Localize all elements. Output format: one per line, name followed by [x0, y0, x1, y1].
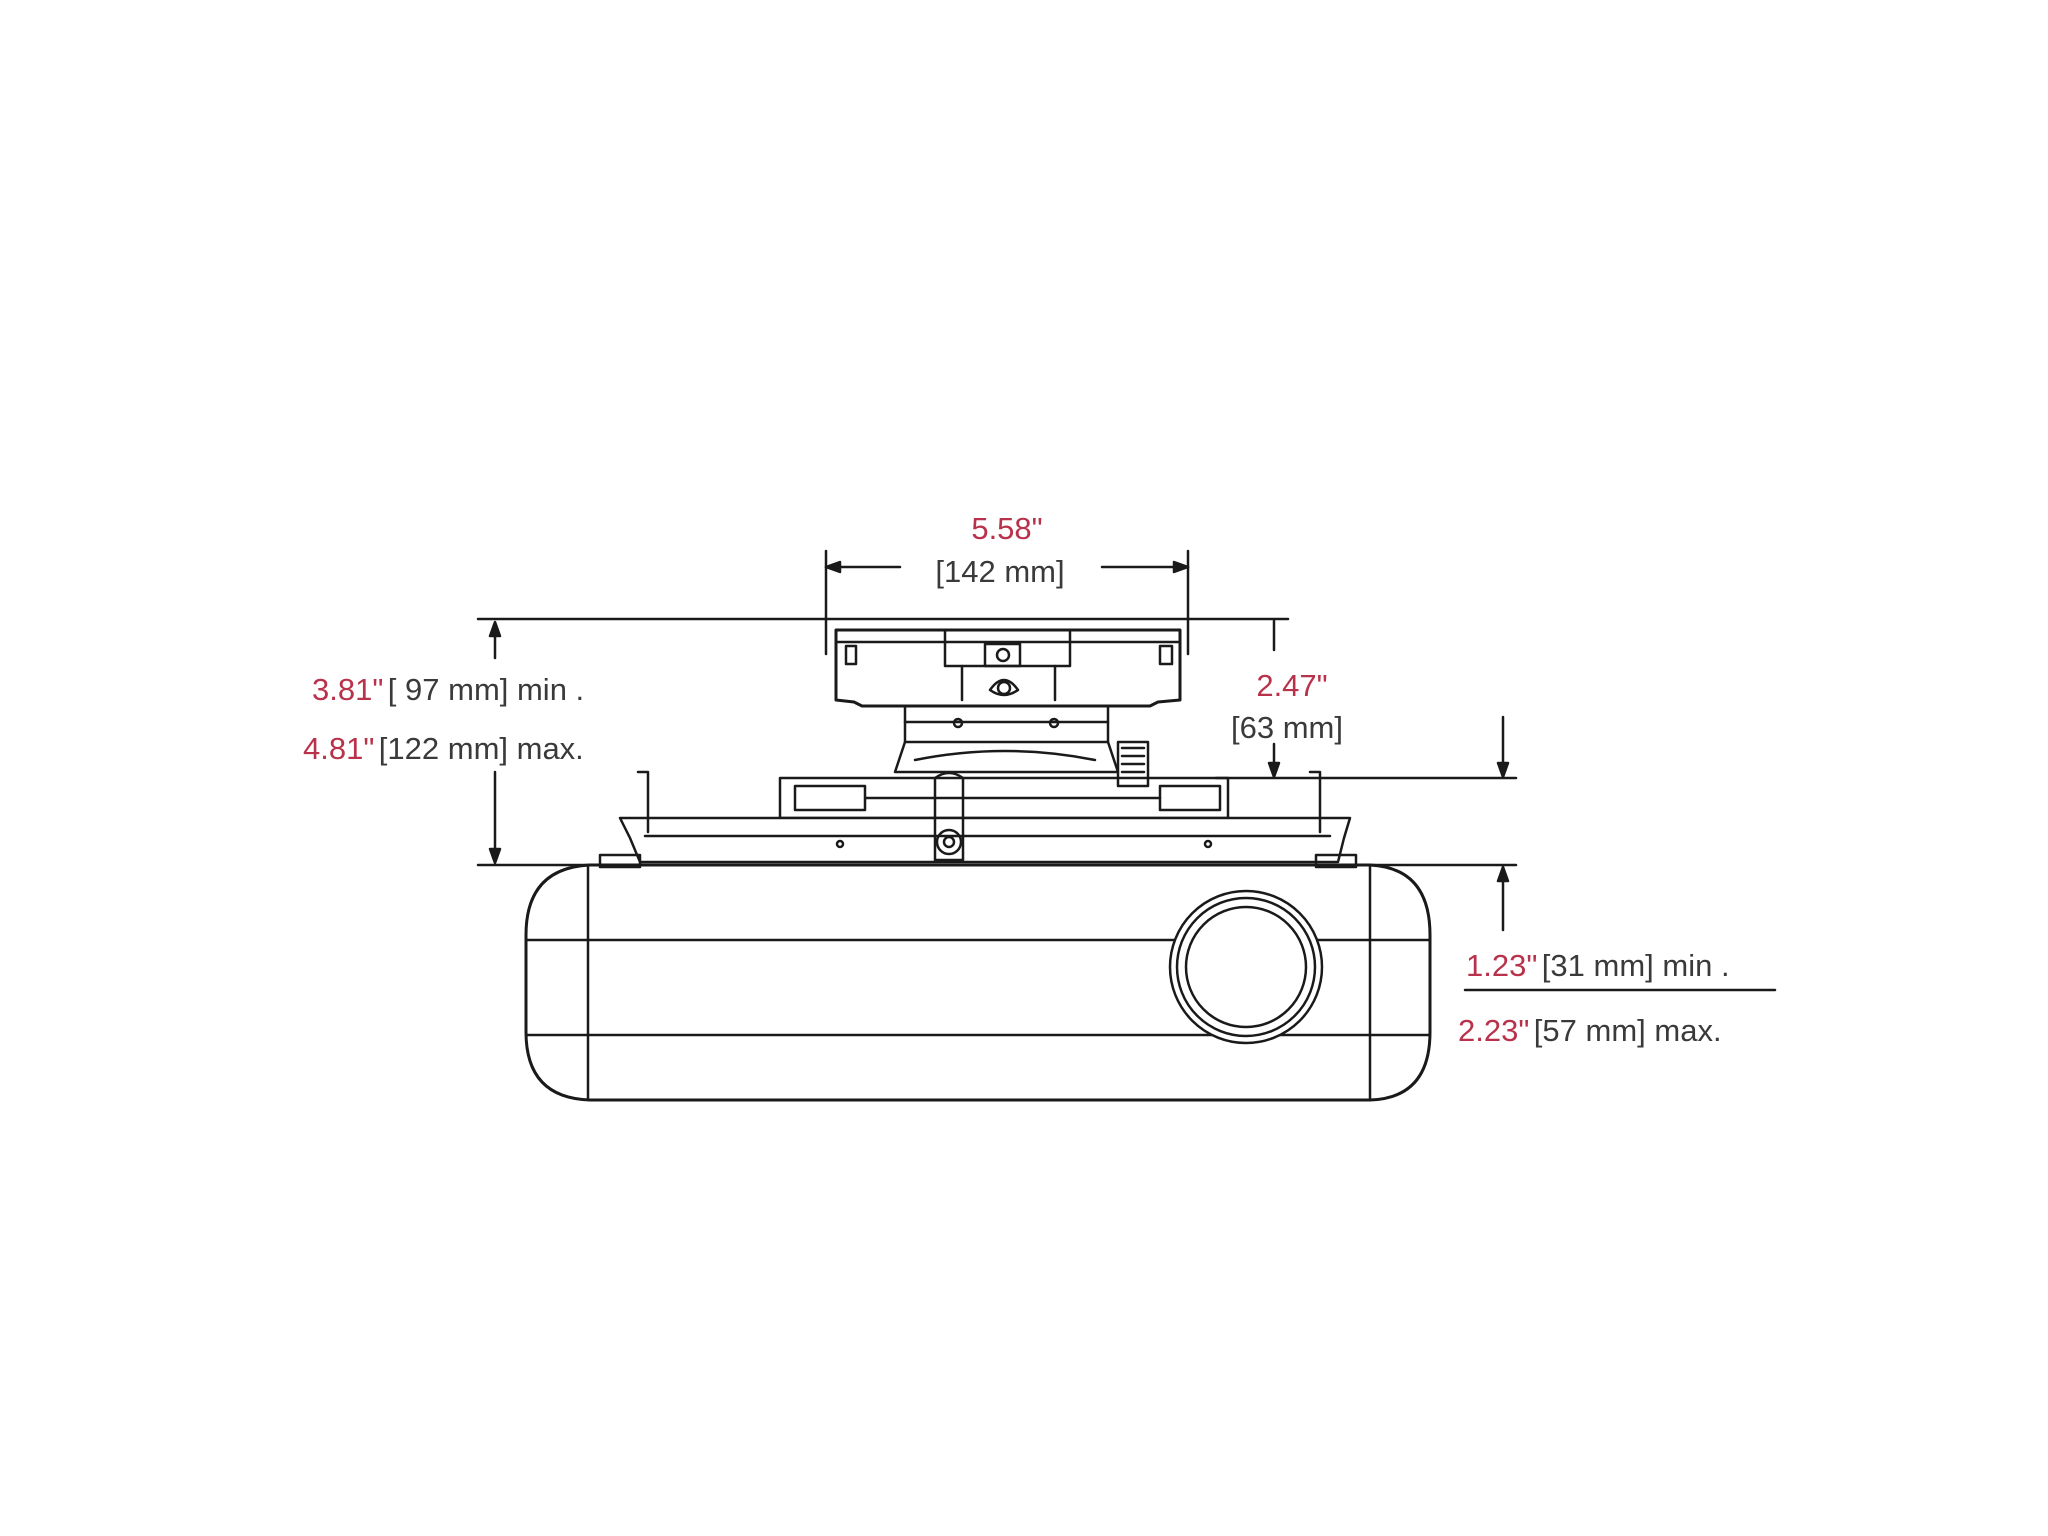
upper-height-dimension-lines — [488, 620, 502, 865]
drop-min-imperial: 1.23" — [1466, 948, 1538, 983]
mount-height-dimension-lines — [1267, 619, 1281, 779]
upper-height-max-metric: [122 mm] max. — [378, 731, 584, 766]
width-imperial: 5.58" — [971, 511, 1043, 546]
upper-height-min-imperial: 3.81" — [312, 672, 384, 707]
upper-height-min-metric: [ 97 mm] min . — [387, 672, 585, 707]
upper-height-max: 4.81" [122 mm] max. — [303, 733, 584, 764]
upper-height-min: 3.81" [ 97 mm] min . — [312, 674, 584, 705]
drop-max-imperial: 2.23" — [1458, 1013, 1530, 1048]
mount-height-metric: [63 mm] — [1231, 710, 1343, 745]
swivel-joint — [893, 704, 1150, 788]
drop-min-metric: [31 mm] min . — [1541, 948, 1730, 983]
upper-height-max-imperial: 4.81" — [303, 731, 375, 766]
width-dimension-lines — [824, 549, 1190, 656]
mount-height-imperial: 2.47" — [1256, 668, 1328, 703]
drop-max: 2.23" [57 mm] max. — [1458, 1015, 1722, 1046]
drop-min: 1.23" [31 mm] min . — [1466, 950, 1730, 981]
width-metric: [142 mm] — [935, 554, 1065, 589]
projector — [524, 853, 1432, 1102]
drop-max-metric: [57 mm] max. — [1533, 1013, 1722, 1048]
ceiling-plate — [834, 628, 1182, 729]
adapter-plate — [618, 770, 1352, 864]
drop-dimension-lines — [1463, 715, 1777, 992]
